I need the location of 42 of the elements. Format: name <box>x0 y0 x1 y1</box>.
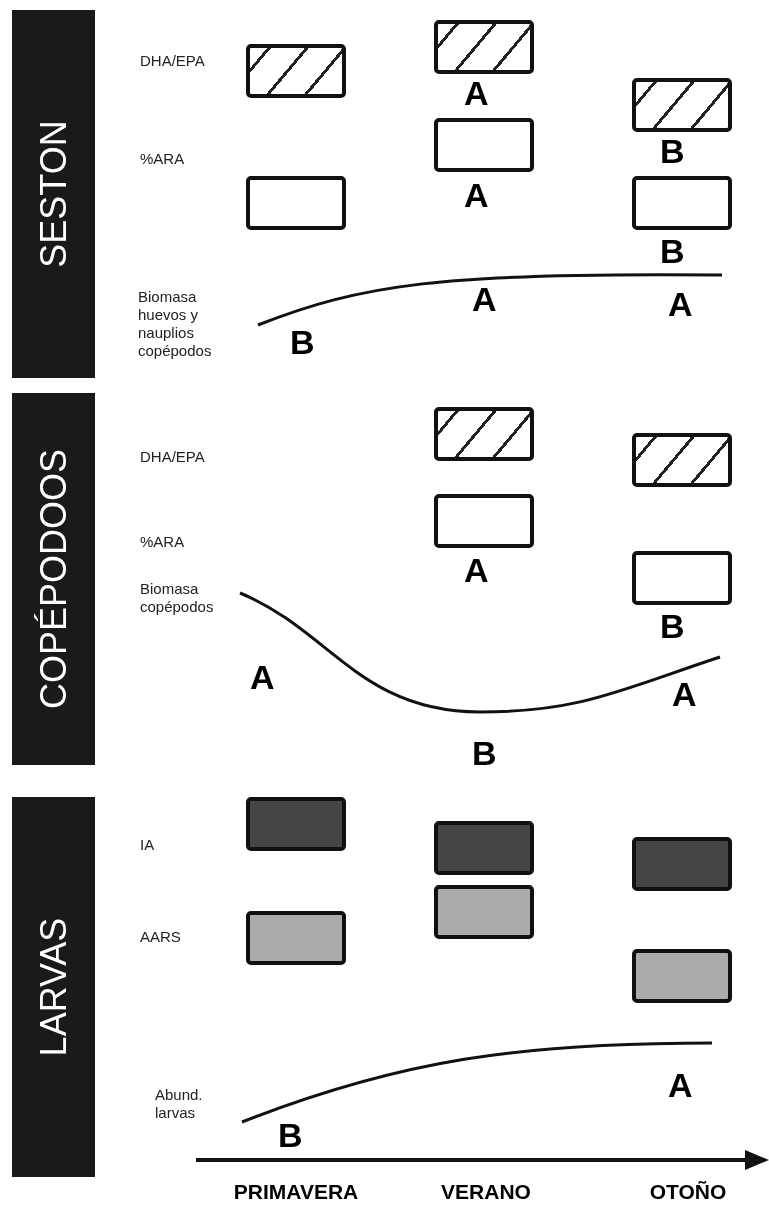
significance-letter: A <box>464 76 489 110</box>
significance-letter: B <box>278 1118 303 1152</box>
section-title: SESTON <box>32 120 75 268</box>
significance-letter: A <box>472 282 497 316</box>
variable-label: DHA/EPA <box>140 52 205 70</box>
significance-letter: A <box>464 553 489 587</box>
variable-label: DHA/EPA <box>140 448 205 466</box>
variable-label: Abund. larvas <box>155 1086 204 1122</box>
section-band <box>12 10 95 378</box>
value-box <box>632 837 732 891</box>
significance-letter: B <box>472 736 497 770</box>
significance-letter: A <box>250 660 275 694</box>
section-band <box>12 393 95 765</box>
variable-label: Biomasa copépodos <box>140 580 215 616</box>
hatched-box <box>632 433 732 487</box>
season-label: VERANO <box>441 1180 531 1204</box>
season-label: PRIMAVERA <box>233 1180 359 1204</box>
value-box <box>632 949 732 1003</box>
significance-letter: A <box>668 287 693 321</box>
hatched-box <box>246 44 346 98</box>
value-box <box>246 176 346 230</box>
significance-letter: A <box>668 1068 693 1102</box>
significance-letter: B <box>660 134 685 168</box>
significance-letter: A <box>672 677 697 711</box>
significance-letter: B <box>290 325 315 359</box>
section-title: LARVAS <box>32 917 75 1057</box>
variable-label: AARS <box>140 928 181 946</box>
value-box <box>246 797 346 851</box>
variable-label: IA <box>140 836 155 854</box>
variable-label: Biomasa huevos y nauplios copépodos <box>138 288 213 360</box>
value-box <box>434 821 534 875</box>
season-label: OTOÑO <box>649 1180 727 1204</box>
section-title: COPÉPODOOS <box>32 448 75 710</box>
significance-letter: B <box>660 234 685 268</box>
value-box <box>434 885 534 939</box>
value-box <box>246 911 346 965</box>
variable-label: %ARA <box>140 533 185 551</box>
section-band <box>12 797 95 1177</box>
significance-letter: B <box>660 609 685 643</box>
variable-label: %ARA <box>140 150 185 168</box>
significance-letter: A <box>464 178 489 212</box>
hatched-box <box>434 407 534 461</box>
